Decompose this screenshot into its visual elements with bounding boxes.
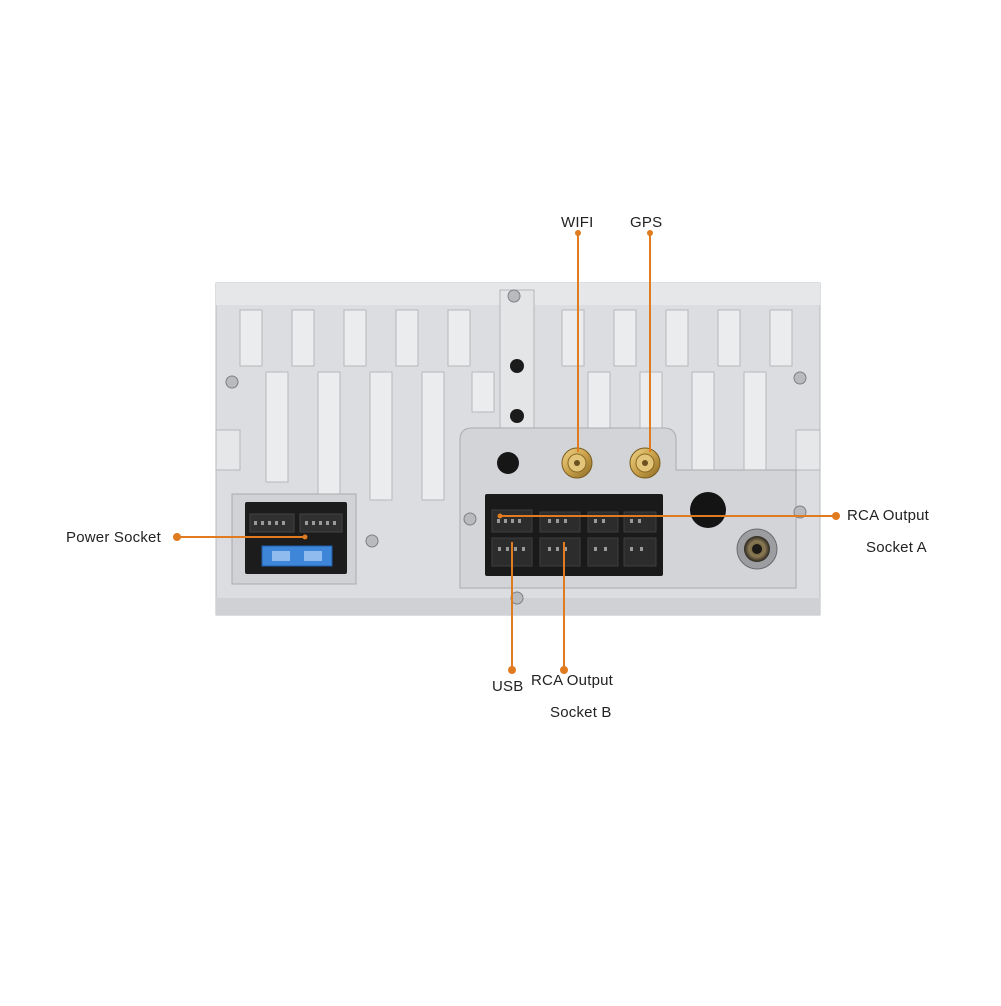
vent-hole [510, 409, 524, 423]
gps-antenna-connector [629, 447, 661, 479]
rca-jack [736, 528, 778, 570]
wifi-antenna-connector [561, 447, 593, 479]
rca-output-socket-b-label-line1: RCA Output [531, 672, 614, 689]
vent-hole [510, 359, 524, 373]
wifi-label: WIFI [561, 214, 594, 231]
rca-output-socket-b-label-line2: Socket B [550, 704, 612, 721]
heat-sink-ribs-left [239, 309, 495, 501]
callout-dots [173, 230, 840, 674]
fuse-icon [261, 545, 333, 567]
callout-lines [177, 233, 836, 670]
power-socket-label: Power Socket [66, 529, 161, 546]
power-socket-housing [231, 493, 357, 585]
heat-sink-ribs-right [561, 309, 793, 483]
gps-label: GPS [630, 214, 663, 231]
rca-output-socket-a-label-line1: RCA Output [847, 507, 930, 524]
rca-output-socket-a-label-line2: Socket A [866, 539, 927, 556]
multi-pin-connector [485, 494, 663, 576]
round-grommet [690, 492, 726, 528]
usb-label: USB [492, 678, 524, 695]
wire-grommet [497, 452, 519, 474]
